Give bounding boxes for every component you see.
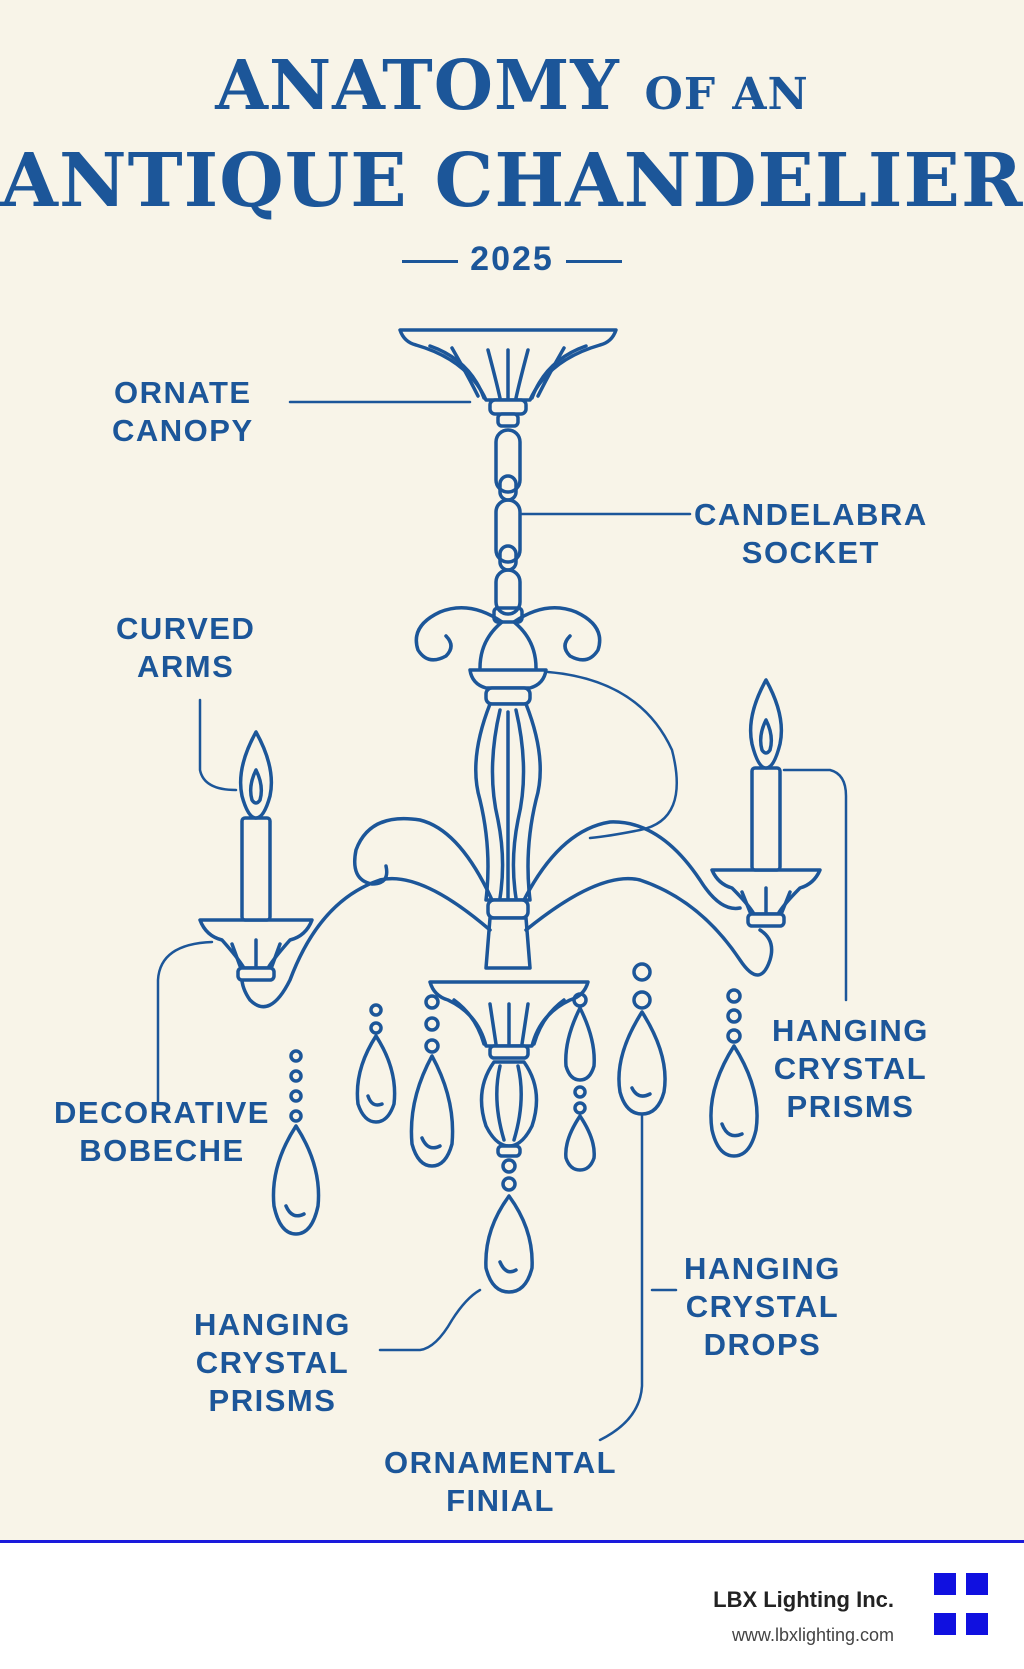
label-line: CANOPY [112,413,254,448]
year-dash-left [402,259,459,263]
curved-arms-shape [240,816,774,1009]
label-line: PRISMS [786,1089,915,1124]
label-line: HANGING [772,1013,929,1048]
left-candle-shape [198,730,314,982]
chain-shape [492,428,524,624]
label-line: CRYSTAL [685,1289,840,1324]
label-hanging-crystal-prisms-right: HANGING CRYSTAL PRISMS [772,1012,929,1126]
company-logo-icon [934,1573,990,1637]
finial-shape [479,1060,539,1294]
leader-lines [156,400,848,1442]
label-line: SOCKET [741,535,880,570]
label-line: DROPS [703,1327,822,1362]
label-line: CANDELABRA [694,497,928,532]
right-candle-shape [710,678,822,928]
label-line: HANGING [194,1307,351,1342]
label-ornamental-finial: ORNAMENTAL FINIAL [384,1444,617,1520]
lower-bowl-shape [428,980,590,1060]
title-small-words: OF AN [644,69,809,120]
label-line: CRYSTAL [195,1345,350,1380]
label-line: ORNATE [114,375,252,410]
year-text: 2025 [470,240,554,278]
company-name: LBX Lighting Inc. [713,1587,894,1612]
title-line-2: ANTIQUE CHANDELIER [0,138,1024,224]
label-line: CRYSTAL [773,1051,928,1086]
crystal-drops-shape [271,962,759,1236]
leader-hanging-crystal-drops [598,1114,678,1442]
year-subtitle: 2025 [0,240,1024,279]
label-line: CURVED [116,611,256,646]
label-decorative-bobeche: DECORATIVE BOBECHE [54,1094,270,1170]
leader-socket-loop [546,670,679,840]
footer: LBX Lighting Inc. www.lbxlighting.com [0,1540,1024,1669]
label-line: BOBECHE [79,1133,245,1168]
chandelier-illustration [156,328,848,1442]
central-stem-shape [468,668,548,970]
canopy-shape [398,328,618,428]
label-line: PRISMS [208,1383,337,1418]
upper-scrolls-shape [414,606,602,670]
label-ornate-canopy: ORNATE CANOPY [112,374,254,450]
title-main-word: ANATOMY [215,46,620,126]
company-url[interactable]: www.lbxlighting.com [731,1625,894,1645]
label-line: FINIAL [446,1483,555,1518]
label-hanging-crystal-prisms-bottom: HANGING CRYSTAL PRISMS [194,1306,351,1420]
label-line: ORNAMENTAL [384,1445,618,1480]
label-curved-arms: CURVED ARMS [116,610,255,686]
label-candelabra-socket: CANDELABRA SOCKET [694,496,928,572]
title-line-1: ANATOMY OF AN [0,46,1024,126]
leader-hanging-prisms-right [782,768,848,1002]
label-line: ARMS [137,649,235,684]
leader-hanging-prisms-bottom [378,1288,482,1352]
label-line: HANGING [684,1251,841,1286]
leader-curved-arms [198,698,238,792]
leader-decorative-bobeche [156,940,214,1104]
label-hanging-crystal-drops: HANGING CRYSTAL DROPS [684,1250,841,1364]
label-line: DECORATIVE [54,1095,270,1130]
year-dash-right [565,259,622,263]
